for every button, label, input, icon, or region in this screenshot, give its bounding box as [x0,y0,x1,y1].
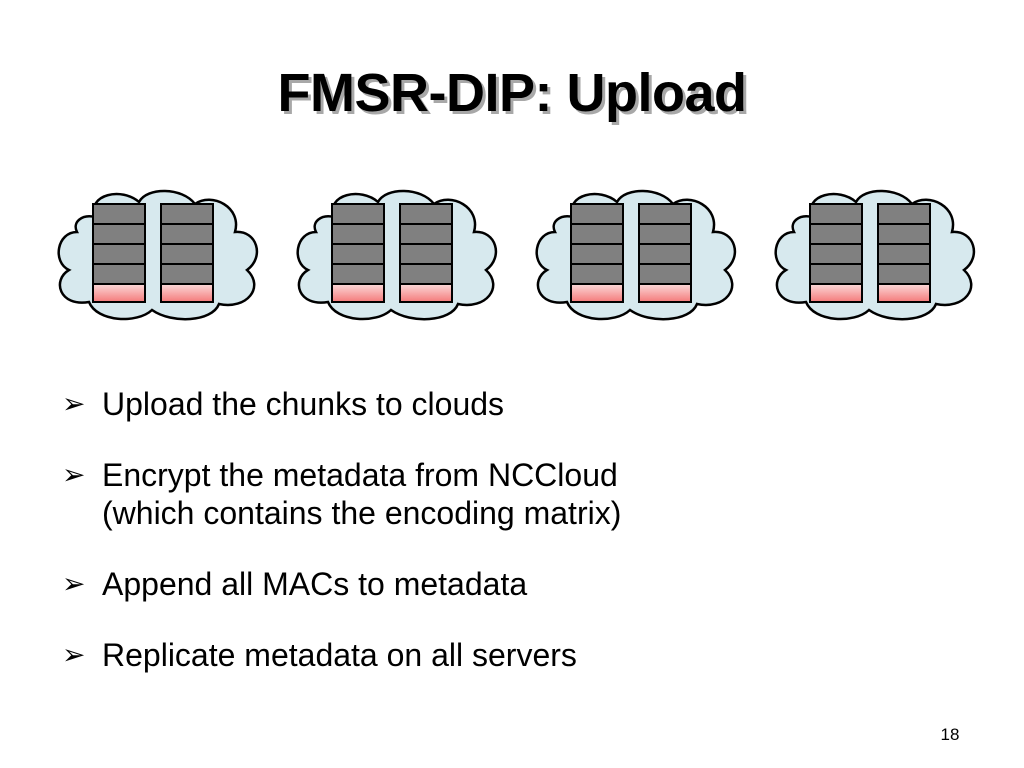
mac-block [570,283,624,303]
storage-node [638,203,692,303]
chunk-block [92,263,146,285]
cloud-2 [296,189,498,321]
clouds-diagram [57,189,976,321]
chunk-block [877,263,931,285]
mac-block [638,283,692,303]
mac-block [399,283,453,303]
storage-node [877,203,931,303]
storage-node [92,203,146,303]
chunk-block [809,223,863,245]
bullet-text-continued: (which contains the encoding matrix) [102,495,622,531]
arrow-bullet-icon: ➢ [62,567,86,600]
chunk-block [638,203,692,225]
storage-node [809,203,863,303]
cloud-3 [535,189,737,321]
chunk-block [160,243,214,265]
chunk-block [809,203,863,225]
storage-node [570,203,624,303]
chunk-block [570,203,624,225]
bullet-text: Upload the chunks to clouds [102,386,505,422]
arrow-bullet-icon: ➢ [62,387,86,420]
chunk-block [399,223,453,245]
chunk-block [92,223,146,245]
cloud-icon [535,189,737,321]
chunk-block [92,203,146,225]
arrow-bullet-icon: ➢ [62,458,86,491]
cloud-icon [296,189,498,321]
chunk-block [160,263,214,285]
cloud-4 [774,189,976,321]
bullet-text: Append all MACs to metadata [102,566,528,602]
mac-block [160,283,214,303]
storage-node [160,203,214,303]
chunk-block [331,203,385,225]
chunk-block [160,223,214,245]
page-number: 18 [940,725,960,744]
chunk-block [877,223,931,245]
bullet-item-upload: ➢ Upload the chunks to clouds [62,385,962,423]
chunk-block [877,203,931,225]
mac-block [331,283,385,303]
chunk-block [331,223,385,245]
chunk-block [809,243,863,265]
storage-node [331,203,385,303]
bullet-item-encrypt: ➢ Encrypt the metadata from NCCloud (whi… [62,456,962,532]
bullet-text: Replicate metadata on all servers [102,637,577,673]
arrow-bullet-icon: ➢ [62,638,86,671]
bullet-list: ➢ Upload the chunks to clouds ➢ Encrypt … [62,385,962,707]
chunk-block [92,243,146,265]
chunk-block [570,243,624,265]
cloud-1 [57,189,259,321]
chunk-block [399,203,453,225]
chunk-block [638,243,692,265]
chunk-block [570,263,624,285]
chunk-block [331,263,385,285]
cloud-icon [774,189,976,321]
chunk-block [638,263,692,285]
bullet-text: Encrypt the metadata from NCCloud [102,457,618,493]
chunk-block [160,203,214,225]
chunk-block [331,243,385,265]
mac-block [877,283,931,303]
storage-node [399,203,453,303]
chunk-block [399,263,453,285]
bullet-item-append-macs: ➢ Append all MACs to metadata [62,565,962,603]
chunk-block [877,243,931,265]
bullet-item-replicate: ➢ Replicate metadata on all servers [62,636,962,674]
chunk-block [570,223,624,245]
cloud-icon [57,189,259,321]
mac-block [92,283,146,303]
chunk-block [638,223,692,245]
chunk-block [399,243,453,265]
slide-title: FMSR-DIP: Upload [277,63,747,123]
mac-block [809,283,863,303]
chunk-block [809,263,863,285]
